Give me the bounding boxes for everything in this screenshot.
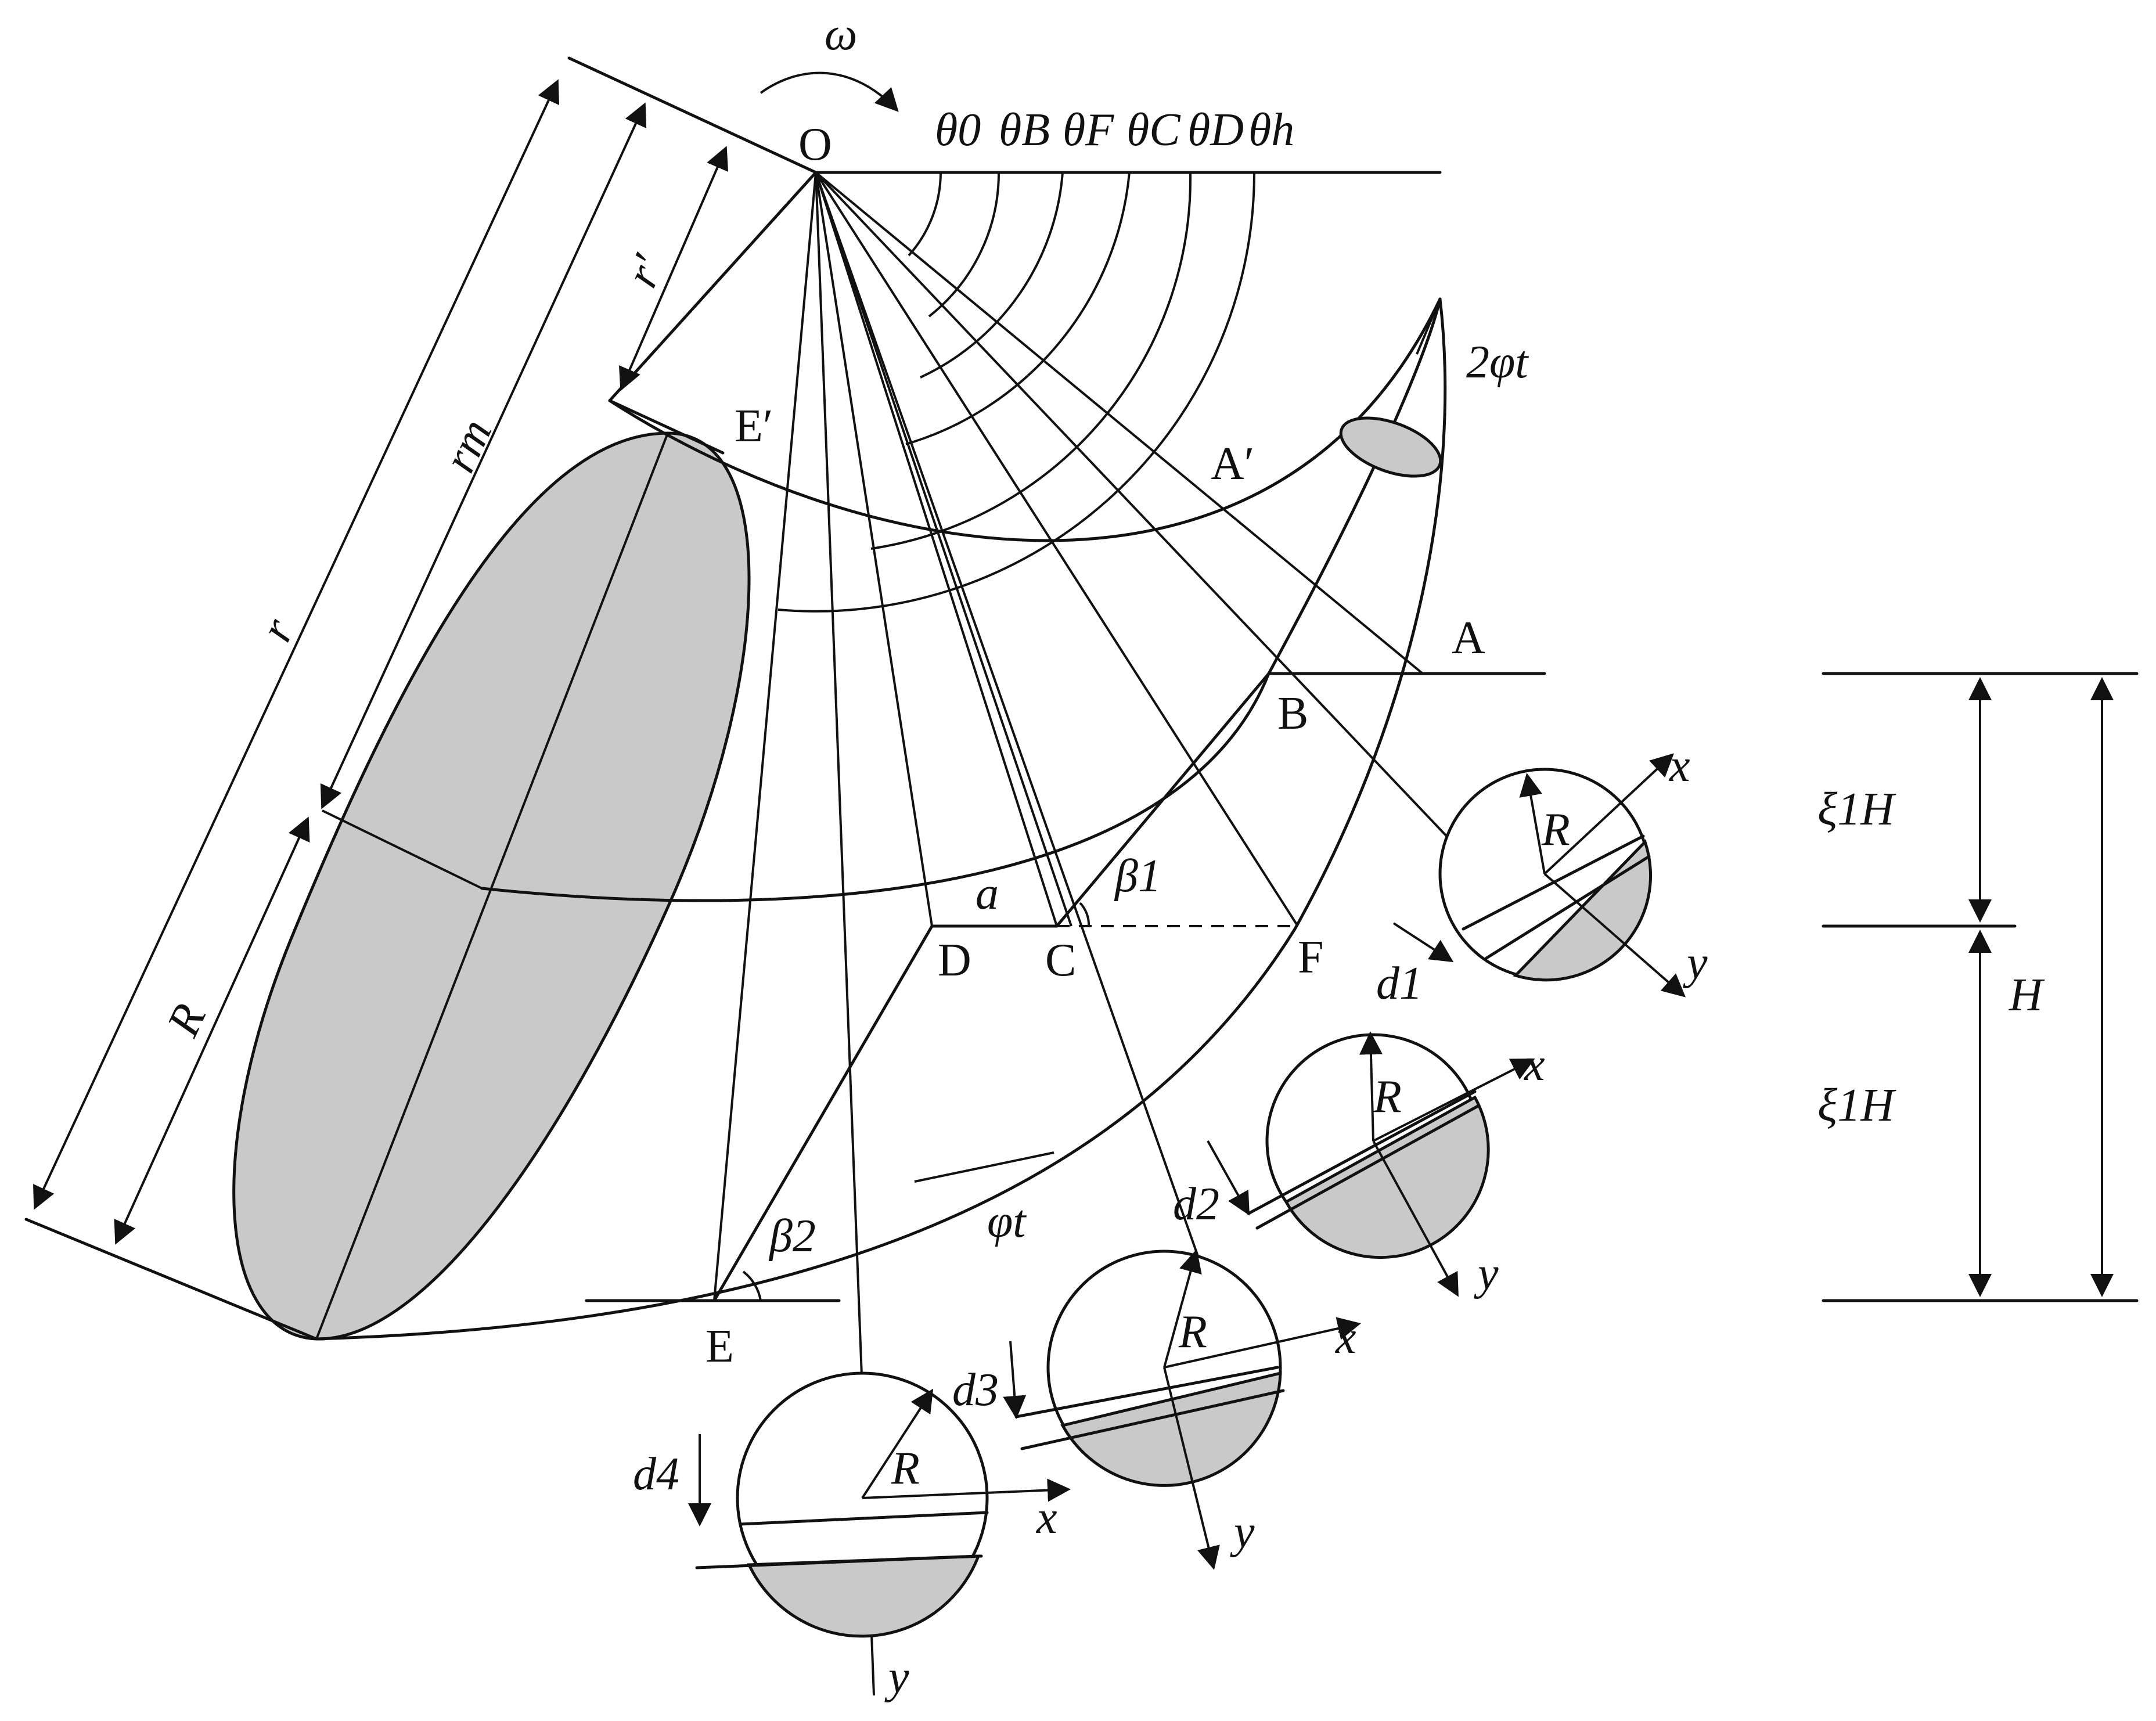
label-F: F bbox=[1298, 932, 1324, 983]
label-A-prime: A′ bbox=[1211, 438, 1254, 489]
label-C: C bbox=[1045, 935, 1076, 986]
circle1-x: x bbox=[1669, 740, 1690, 791]
circle3-R: R bbox=[1178, 1306, 1207, 1358]
label-r-m: rm bbox=[434, 412, 502, 480]
label-D: D bbox=[938, 935, 971, 986]
label-H: H bbox=[2009, 970, 2045, 1021]
circle1-d: d1 bbox=[1376, 958, 1423, 1009]
circle1-R: R bbox=[1541, 804, 1570, 855]
label-thetaF: θF bbox=[1063, 105, 1114, 156]
tilted-ellipse bbox=[232, 431, 751, 1341]
label-phi-t: φt bbox=[987, 1196, 1027, 1247]
circle-section-4 bbox=[688, 1371, 1071, 1638]
circle4-d: d4 bbox=[633, 1449, 679, 1500]
circle2-R: R bbox=[1373, 1071, 1402, 1122]
label-omega: ω bbox=[825, 9, 857, 60]
label-beta2: β2 bbox=[768, 1211, 816, 1262]
label-theta0: θ0 bbox=[935, 105, 981, 156]
circle-section-3 bbox=[1003, 1249, 1361, 1570]
circle4-y: y bbox=[884, 1652, 909, 1703]
circle3-x: x bbox=[1335, 1312, 1356, 1363]
height-dimension bbox=[1822, 672, 2139, 1302]
label-a: a bbox=[976, 868, 999, 919]
circle2-y: y bbox=[1474, 1248, 1499, 1299]
line-DE bbox=[712, 924, 934, 1302]
label-xi1H-bottom: ξ1H bbox=[1817, 1080, 1896, 1131]
label-O: O bbox=[798, 119, 832, 170]
circle2-x: x bbox=[1524, 1039, 1545, 1090]
tangent-line-phi bbox=[914, 1151, 1054, 1183]
label-beta1: β1 bbox=[1114, 851, 1161, 902]
circle2-d: d2 bbox=[1173, 1179, 1219, 1230]
dimension-lines-left bbox=[24, 56, 818, 1341]
circle3-y: y bbox=[1230, 1507, 1255, 1558]
circle-section-1 bbox=[1392, 753, 1686, 998]
circle-section-2 bbox=[1207, 1031, 1535, 1297]
label-R-left: R bbox=[157, 996, 216, 1044]
circle1-y: y bbox=[1683, 938, 1708, 989]
label-E: E bbox=[706, 1321, 734, 1372]
tangent-line-top bbox=[1416, 298, 1441, 355]
small-ellipse bbox=[1339, 416, 1442, 478]
label-xi1H-top: ξ1H bbox=[1817, 784, 1896, 835]
label-thetah: θh bbox=[1248, 105, 1294, 156]
omega-arrow bbox=[760, 71, 899, 112]
label-E-prime: E′ bbox=[735, 401, 773, 452]
circle4-R: R bbox=[891, 1443, 920, 1494]
label-2phi-t: 2φt bbox=[1466, 337, 1529, 388]
line-BC bbox=[1055, 672, 1270, 928]
circle3-d: d3 bbox=[952, 1364, 999, 1416]
label-thetaB: θB bbox=[999, 105, 1050, 156]
label-A: A bbox=[1452, 613, 1485, 664]
label-B: B bbox=[1277, 688, 1308, 739]
label-thetaC: θC bbox=[1126, 105, 1181, 156]
angle-arcs bbox=[778, 172, 1256, 613]
label-r: r bbox=[250, 610, 304, 649]
label-thetaD: θD bbox=[1187, 105, 1244, 156]
circle4-x: x bbox=[1036, 1492, 1057, 1543]
